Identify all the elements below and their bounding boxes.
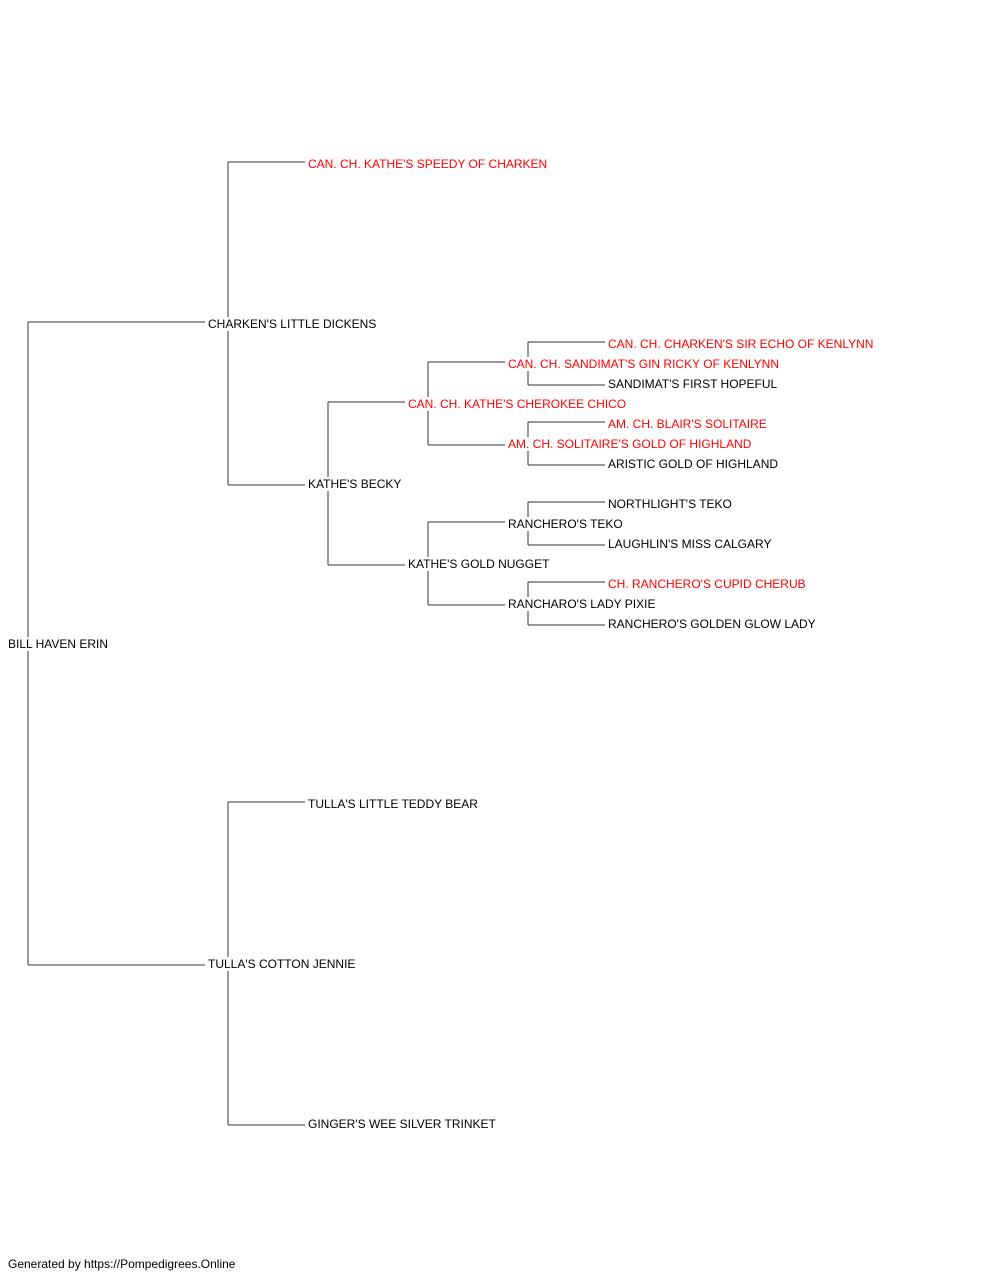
dam-name: TULLA'S COTTON JENNIE	[208, 957, 358, 971]
sire-dam-name: KATHE'S BECKY	[308, 477, 404, 491]
great-granddam-name: KATHE'S GOLD NUGGET	[408, 557, 552, 571]
footer-credit: Generated by https://Pompedigrees.Online	[8, 1257, 236, 1271]
dam-dam-name: GINGER'S WEE SILVER TRINKET	[308, 1117, 498, 1131]
ancestor-name: RANCHERO'S GOLDEN GLOW LADY	[608, 617, 818, 631]
sire-name: CHARKEN'S LITTLE DICKENS	[208, 317, 379, 331]
ancestor-name: SANDIMAT'S FIRST HOPEFUL	[608, 377, 780, 391]
ancestor-name: LAUGHLIN'S MISS CALGARY	[608, 537, 774, 551]
ancestor-name: RANCHARO'S LADY PIXIE	[508, 597, 658, 611]
great-grandsire-name: CAN. CH. KATHE'S CHEROKEE CHICO	[408, 397, 629, 411]
sire-sire-name: CAN. CH. KATHE'S SPEEDY OF CHARKEN	[308, 157, 550, 171]
subject-name: BILL HAVEN ERIN	[8, 637, 111, 651]
ancestor-name: ARISTIC GOLD OF HIGHLAND	[608, 457, 781, 471]
ancestor-name: CAN. CH. CHARKEN'S SIR ECHO OF KENLYNN	[608, 337, 876, 351]
dam-sire-name: TULLA'S LITTLE TEDDY BEAR	[308, 797, 480, 811]
ancestor-name: AM. CH. SOLITAIRE'S GOLD OF HIGHLAND	[508, 437, 754, 451]
ancestor-name: CH. RANCHERO'S CUPID CHERUB	[608, 577, 808, 591]
ancestor-name: NORTHLIGHT'S TEKO	[608, 497, 734, 511]
ancestor-name: RANCHERO'S TEKO	[508, 517, 625, 531]
ancestor-name: AM. CH. BLAIR'S SOLITAIRE	[608, 417, 769, 431]
ancestor-name: CAN. CH. SANDIMAT'S GIN RICKY OF KENLYNN	[508, 357, 781, 371]
